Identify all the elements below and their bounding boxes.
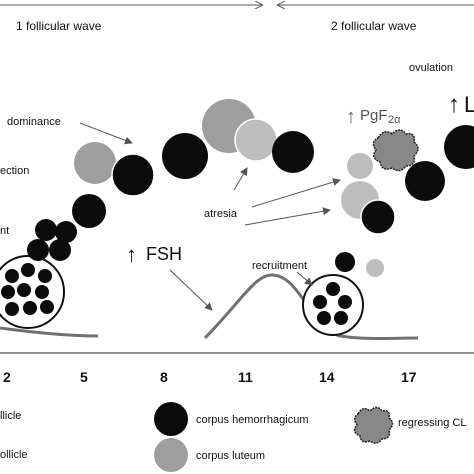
atresia-label: atresia <box>204 208 238 220</box>
fsh-label: FSH <box>146 244 182 264</box>
small-follicle <box>338 295 352 309</box>
small-follicle <box>23 301 37 315</box>
axis-tick: 14 <box>319 369 335 385</box>
corpus-luteum <box>74 142 116 184</box>
lh-up-arrow: ↑ <box>448 91 460 118</box>
small-follicle <box>334 311 348 325</box>
selected-follicle <box>49 239 71 261</box>
selected-follicle-light <box>366 259 384 277</box>
dominance-arrow <box>79 122 133 145</box>
pgf-subscript: 2α <box>388 114 401 126</box>
legend-corpus-luteum-label: corpus luteum <box>196 450 265 462</box>
ovulatory-follicle <box>444 125 474 169</box>
selected-follicle <box>55 221 77 243</box>
ovulation-label: ovulation <box>409 62 453 74</box>
atresia-arrow-low <box>244 207 331 226</box>
legend-item-follicle-2: ollicle <box>0 449 28 461</box>
legend-corpus-hemorrhagicum-swatch <box>154 402 188 436</box>
fsh-up-arrow: ↑ <box>126 242 137 267</box>
small-follicle <box>17 283 31 297</box>
lh-label: L <box>464 92 474 117</box>
axis-tick: 11 <box>238 369 253 385</box>
small-follicle <box>5 302 19 316</box>
small-follicle <box>5 269 19 283</box>
axis-tick: 2 <box>3 369 11 385</box>
small-follicle <box>38 269 52 283</box>
legend-corpus-luteum-swatch <box>154 438 188 472</box>
recruitment-arrow <box>296 271 313 286</box>
fsh-arrow <box>169 269 213 311</box>
wave1-recruitment-curve <box>0 326 99 338</box>
small-follicle <box>326 282 340 296</box>
legend-regressing-cl-swatch <box>353 406 394 444</box>
recruitment-label: recruitment <box>252 260 307 272</box>
wave2-label: 2 follicular wave <box>331 19 417 33</box>
pgf-label: PgF <box>360 107 388 124</box>
small-follicle <box>1 285 15 299</box>
legend-regressing-cl-label: regressing CL <box>398 417 466 429</box>
dominant-follicle <box>111 153 155 197</box>
corpus-hemorrhagicum <box>272 131 314 173</box>
growing-follicle <box>360 199 396 235</box>
regressing-cl-shape <box>372 129 419 172</box>
small-follicle <box>35 285 49 299</box>
wave1-label: 1 follicular wave <box>16 19 102 33</box>
small-follicle <box>21 263 35 277</box>
small-follicle <box>40 300 54 314</box>
atresia-arrow-up <box>233 167 248 191</box>
dominance-label: dominance <box>7 116 61 128</box>
axis-tick: 8 <box>160 369 168 385</box>
selected-follicle <box>35 219 57 241</box>
legend-item-follicle-1: llicle <box>0 410 21 422</box>
recruitment-label-left: nt <box>0 225 9 237</box>
growing-follicle <box>72 194 106 228</box>
atretic-follicle <box>234 118 278 162</box>
axis-tick: 5 <box>80 369 88 385</box>
selection-label: ection <box>0 165 29 177</box>
axis-tick: 17 <box>401 369 417 385</box>
corpus-hemorrhagicum <box>162 133 208 179</box>
selected-follicle <box>27 239 49 261</box>
small-follicle <box>317 311 331 325</box>
small-follicle <box>313 295 327 309</box>
pgf-up-arrow: ↑ <box>346 106 356 128</box>
selected-follicle <box>335 252 355 272</box>
corpus-luteum-small <box>347 153 373 179</box>
legend-corpus-hemorrhagicum-label: corpus hemorrhagicum <box>196 414 309 426</box>
atresia-arrow-mid <box>251 178 341 208</box>
preovulatory-follicle <box>405 161 445 201</box>
